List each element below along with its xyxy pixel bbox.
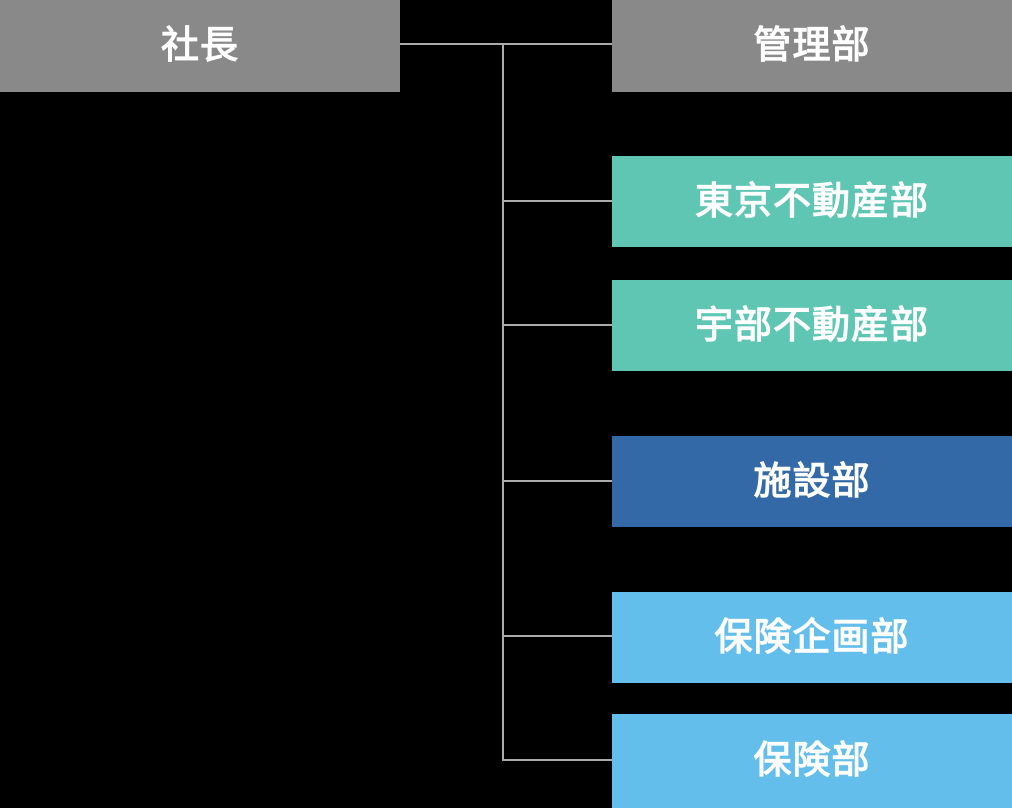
connector-branch-ube — [503, 324, 612, 326]
org-node-facilities: 施設部 — [612, 436, 1012, 527]
org-node-president: 社長 — [0, 0, 400, 92]
org-node-tokyo-real-estate: 東京不動産部 — [612, 156, 1012, 247]
connector-branch-insurance — [503, 759, 612, 761]
org-node-insurance-planning: 保険企画部 — [612, 592, 1012, 683]
connector-branch-facilities — [503, 480, 612, 482]
org-node-management: 管理部 — [612, 0, 1012, 92]
connector-branch-insurance-planning — [503, 635, 612, 637]
connector-branch-tokyo — [503, 200, 612, 202]
org-node-insurance: 保険部 — [612, 714, 1012, 808]
connector-root-to-management — [400, 43, 612, 45]
connector-trunk — [502, 43, 504, 761]
org-node-ube-real-estate: 宇部不動産部 — [612, 280, 1012, 371]
